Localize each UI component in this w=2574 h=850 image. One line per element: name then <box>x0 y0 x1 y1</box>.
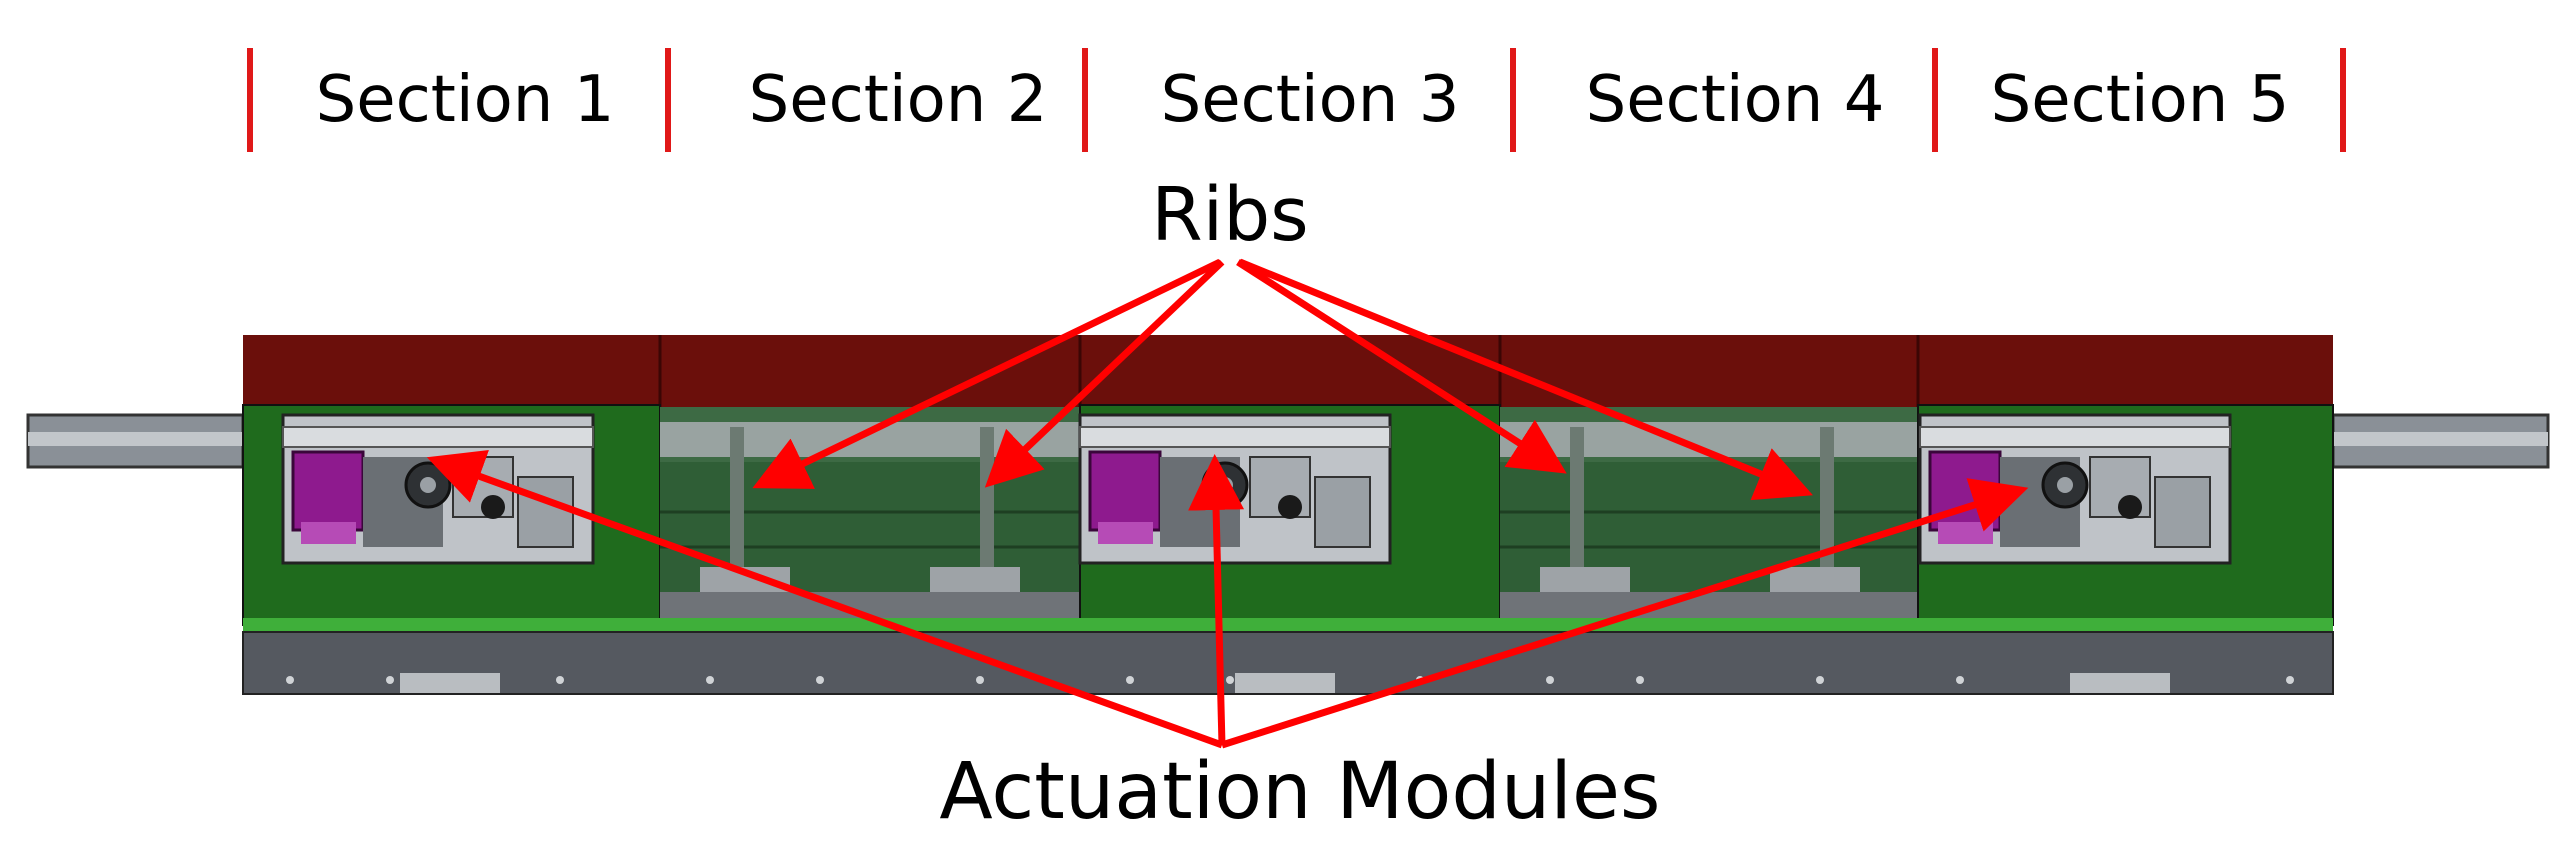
actuation-arrow-2 <box>1188 454 1245 746</box>
base-strip <box>243 618 2333 632</box>
section-label-4: Section 4 <box>1585 63 1885 137</box>
ribs-callout-label: Ribs <box>1151 172 1309 258</box>
section-label-2: Section 2 <box>748 63 1048 137</box>
ribs-arrow-3 <box>1236 259 1567 474</box>
actuation-arrow-3 <box>1220 478 2029 749</box>
ribs-arrow-1 <box>752 258 1222 489</box>
section-label-3: Section 3 <box>1160 63 1460 137</box>
section-label-1: Section 1 <box>315 63 615 137</box>
actuation-arrow-1 <box>426 449 1224 749</box>
top-plate <box>243 335 2333 407</box>
actuation-modules-callout-label: Actuation Modules <box>939 747 1661 837</box>
ribs-arrow-2 <box>984 259 1225 488</box>
section-label-5: Section 5 <box>1990 63 2290 137</box>
ribs-arrow-4 <box>1238 258 1813 501</box>
